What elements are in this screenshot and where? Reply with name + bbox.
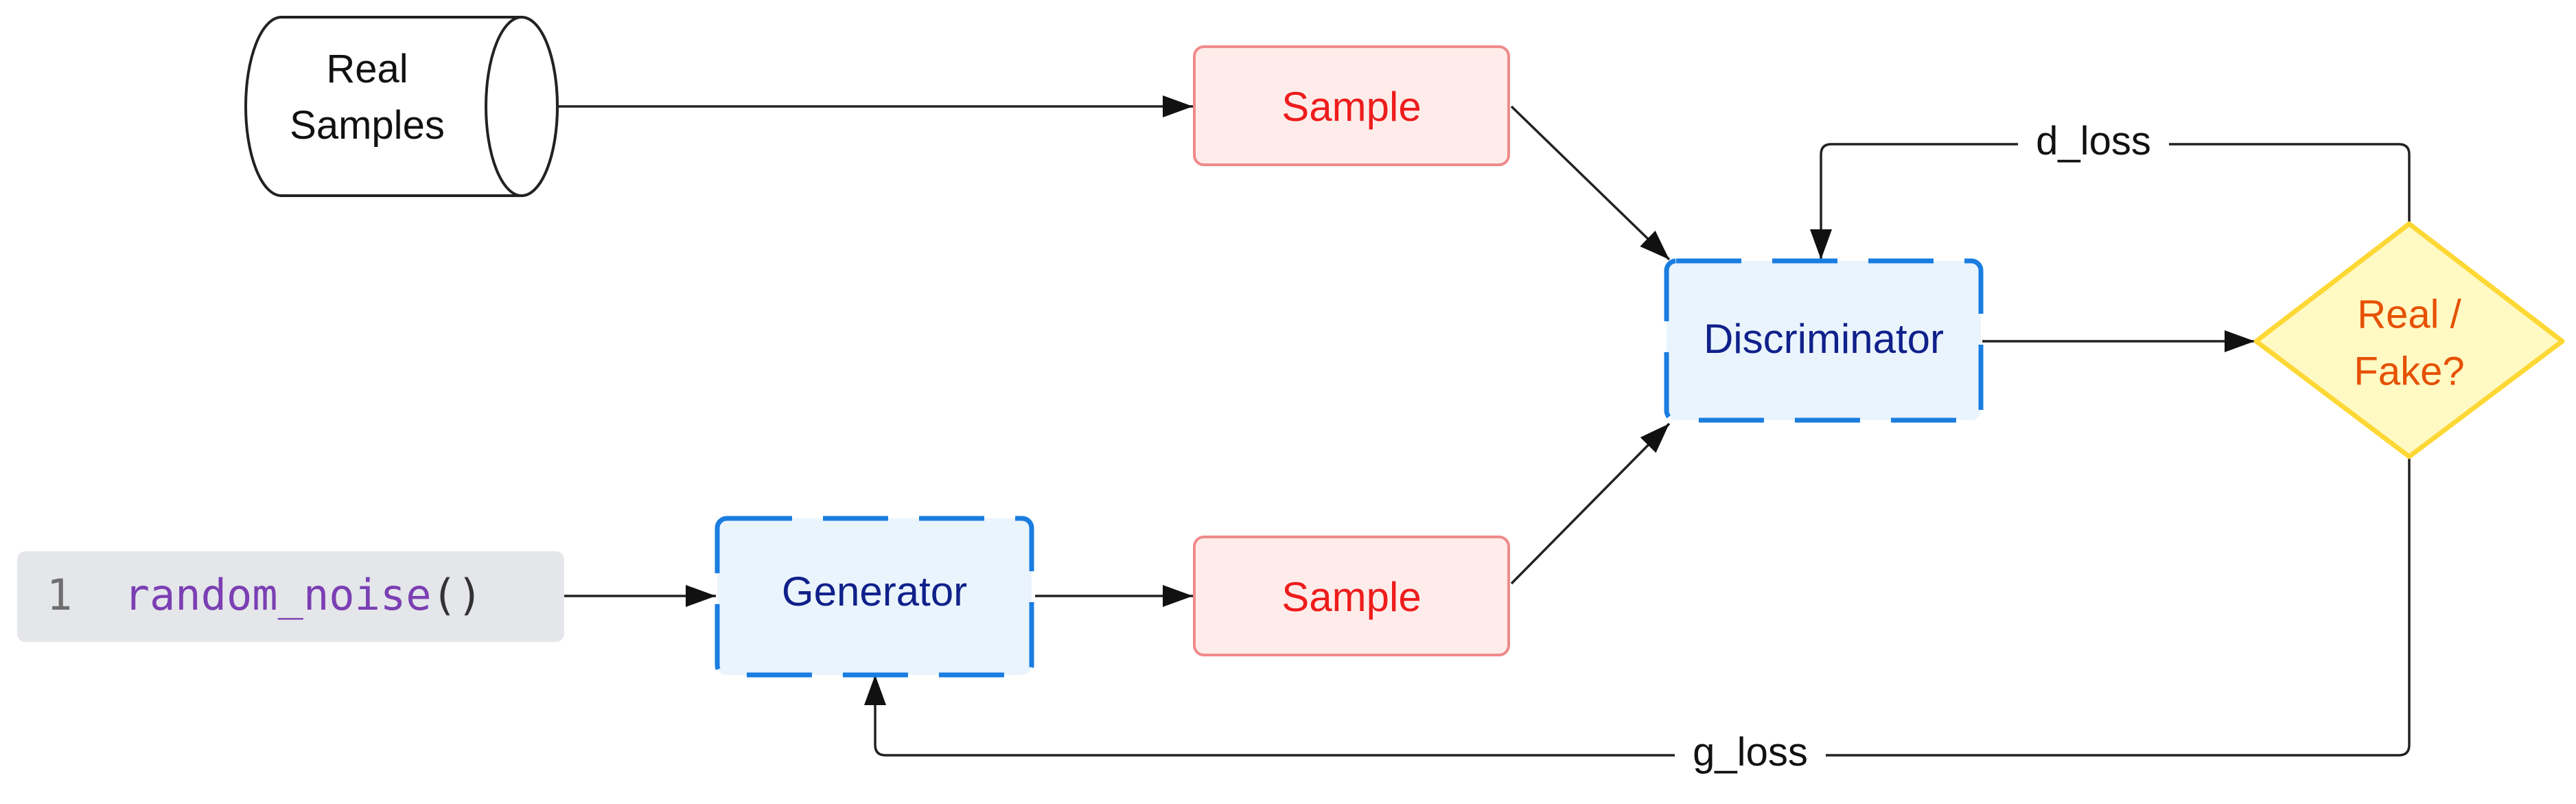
g-loss-label: g_loss [1693, 730, 1808, 774]
code-line-number: 1 [47, 570, 72, 620]
edge-g-loss [864, 458, 2411, 757]
d-loss-label: d_loss [2036, 119, 2151, 163]
edge-sample-top-to-discriminator [1510, 105, 1671, 261]
generator-label: Generator [782, 568, 967, 615]
discriminator-label: Discriminator [1704, 316, 1944, 362]
decision-label-line2: Fake? [2354, 349, 2464, 393]
real-samples-label-line1: Real [326, 47, 408, 91]
real-samples-label-line2: Samples [290, 103, 445, 148]
sample-bottom-node: Sample [1193, 536, 1510, 656]
code-parens: () [432, 570, 483, 620]
edge-sample-bottom-to-discriminator [1510, 422, 1671, 585]
sample-bottom-label: Sample [1281, 574, 1421, 620]
real-samples-datastore: Real Samples [244, 16, 559, 197]
code-function-name: random_noise [124, 570, 432, 620]
generator-node: Generator [715, 516, 1034, 678]
sample-top-label: Sample [1281, 84, 1421, 130]
svg-text:1 random_noise(): 1 random_noise() [47, 570, 483, 620]
random-noise-code-block: 1 random_noise() [17, 551, 564, 642]
decision-label-line1: Real / [2357, 292, 2461, 336]
discriminator-node: Discriminator [1664, 258, 1984, 423]
real-fake-decision: Real / Fake? [2253, 221, 2565, 459]
sample-top-node: Sample [1193, 45, 1510, 166]
